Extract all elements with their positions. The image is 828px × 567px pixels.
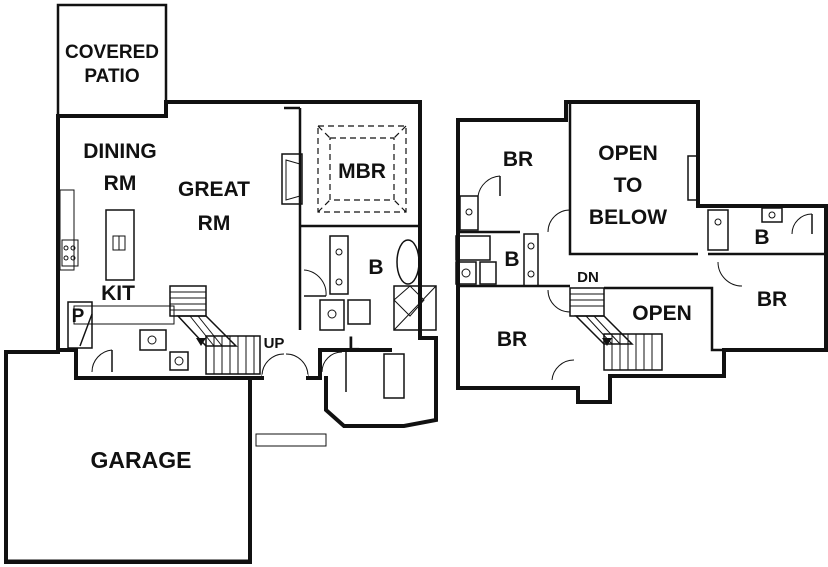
main-floor-exterior-wall bbox=[164, 100, 422, 340]
kitchen-island bbox=[105, 209, 135, 281]
covered-patio-label: COVERED bbox=[65, 42, 159, 63]
bedroom-nw-label: BR bbox=[503, 148, 533, 171]
laundry-label: L bbox=[348, 334, 360, 355]
great-room-label-2: RM bbox=[198, 212, 231, 235]
kitchen-label: KIT bbox=[101, 282, 135, 305]
open-to-below-label-3: BELOW bbox=[589, 206, 667, 229]
covered-patio-outline bbox=[56, 3, 168, 116]
bathtub bbox=[396, 239, 420, 285]
open-loft-label: OPEN bbox=[632, 302, 692, 325]
dining-room-label-2: RM bbox=[104, 172, 137, 195]
covered-patio-label-2: PATIO bbox=[84, 66, 139, 87]
garage-label: GARAGE bbox=[91, 447, 192, 473]
mbr-label: MBR bbox=[338, 160, 386, 183]
mbr-tray-ceiling bbox=[317, 125, 407, 213]
great-room-label: GREAT bbox=[178, 178, 250, 201]
master-bath-label: B bbox=[368, 256, 383, 279]
bedroom-sw-label: BR bbox=[497, 328, 527, 351]
east-bath-label: B bbox=[754, 226, 769, 249]
garage bbox=[4, 350, 252, 564]
stair-down-label: DN bbox=[577, 269, 599, 286]
room-labels: COVERED PATIO DINING RM GREAT RM MBR B K… bbox=[65, 42, 787, 473]
stair-up-label: UP bbox=[264, 335, 285, 352]
fireplace bbox=[281, 153, 303, 205]
main-floor bbox=[56, 3, 438, 447]
upper-floor-exterior-wall bbox=[456, 100, 700, 208]
upper-stair bbox=[569, 287, 663, 371]
upper-floor bbox=[455, 100, 828, 404]
main-stair bbox=[169, 285, 261, 375]
garage-wall bbox=[4, 350, 252, 564]
open-to-below-label-2: TO bbox=[614, 174, 643, 197]
pantry-label: P bbox=[72, 306, 85, 327]
open-to-below-label: OPEN bbox=[598, 142, 658, 165]
hall-bath-label: B bbox=[504, 248, 519, 271]
dining-room-label: DINING bbox=[83, 140, 157, 163]
bedroom-east-label: BR bbox=[757, 288, 787, 311]
